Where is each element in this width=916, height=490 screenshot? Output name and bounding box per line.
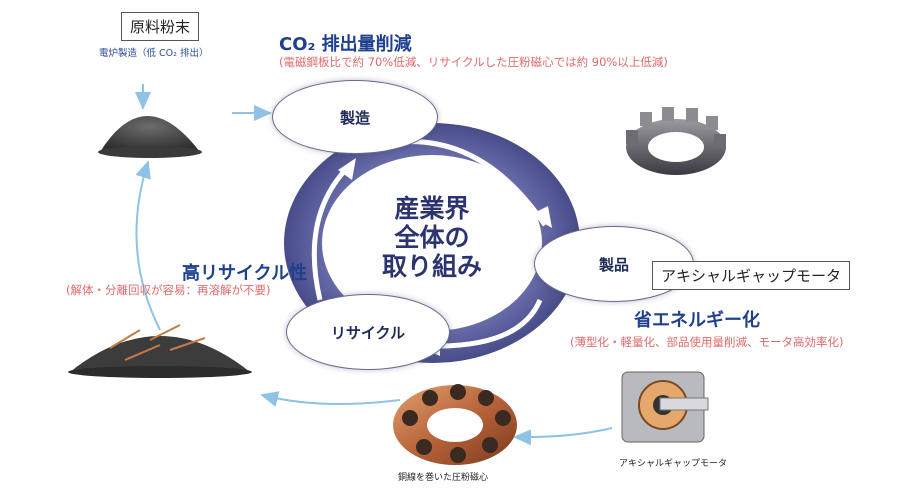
- core-caption: 銅線を巻いた圧粉磁心: [398, 473, 489, 483]
- manufacturing-node: 製造: [272, 80, 438, 154]
- motor-caption: アキシャルギャップモータ: [619, 459, 728, 469]
- recyclability-title: 高リサイクル性: [182, 263, 308, 284]
- wound-core-image: [393, 384, 517, 465]
- energy-saving-detail: (薄型化・軽量化、部品使用量削減、モータ高効率化): [570, 335, 844, 349]
- recycle-node: リサイクル: [286, 294, 450, 370]
- recyclability-detail: (解体・分離回収が容易：再溶解が不要): [66, 283, 271, 297]
- manufacturing-label: 製造: [339, 108, 370, 127]
- core-to-scrap-arrow: [260, 391, 401, 407]
- raw-material-note: 電炉製造（低 CO₂ 排出）: [99, 48, 209, 59]
- center-title: 産業界 全体の 取り組み: [352, 194, 512, 281]
- stator-core-image: [626, 107, 726, 175]
- scrap-pile-image: [68, 324, 252, 378]
- raw-material-label: 原料粉末: [121, 12, 200, 41]
- energy-saving-title: 省エネルギー化: [634, 310, 760, 331]
- axial-motor-image: [621, 371, 709, 443]
- motor-to-core-arrow: [513, 427, 613, 446]
- co2-reduction-title: CO₂ 排出量削減: [279, 34, 412, 55]
- recycle-to-powder-arrow: [135, 160, 161, 331]
- center-line-3: 取り組み: [381, 252, 482, 281]
- axial-gap-motor-box: アキシャルギャップモータ: [652, 261, 851, 290]
- product-label: 製品: [598, 255, 629, 274]
- co2-reduction-detail: (電磁鋼板比で約 70%低減、リサイクルした圧粉磁心では約 90%以上低減): [279, 55, 668, 69]
- powder-pile-image: [98, 116, 202, 158]
- center-line-2: 全体の: [394, 223, 470, 252]
- center-line-1: 産業界: [394, 194, 470, 223]
- recycle-label: リサイクル: [330, 323, 406, 342]
